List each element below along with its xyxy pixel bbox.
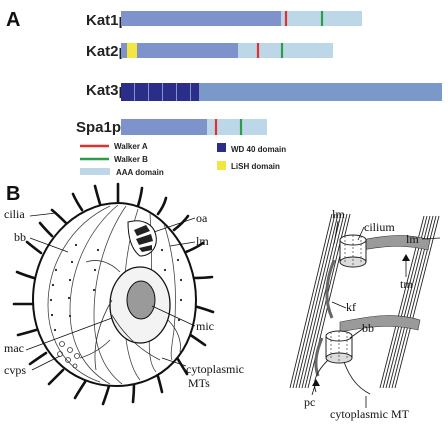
leader-bb-cell (29, 237, 69, 253)
leader-lm-cell (169, 241, 196, 247)
legend-aaa-swatch (80, 168, 110, 175)
legend-walker-a-label: Walker A (114, 142, 148, 151)
label-kf: kf (346, 300, 356, 314)
legend-lish-swatch (217, 161, 226, 170)
label-cvps: cvps (4, 363, 26, 377)
legend-wd40-swatch (217, 143, 226, 152)
label-mic: mic (196, 319, 214, 333)
label-lm-cell: lm (196, 234, 209, 248)
legend-walker-b-label: Walker B (114, 155, 148, 164)
label-bb-cell: bb (14, 230, 26, 244)
postciliary-microtubules (314, 359, 329, 393)
leader-mic (151, 305, 196, 327)
wd40-repeat (163, 83, 176, 101)
cortex-diagram (289, 213, 440, 395)
oral-apparatus (127, 220, 157, 257)
arrowhead-tm (402, 254, 410, 261)
label-bb-cortex: bb (362, 321, 374, 335)
transverse-mt-band-lower (339, 315, 421, 333)
wd40-repeat (121, 83, 134, 101)
protein-name-kat1p: Kat1p (86, 12, 128, 29)
label-cilium: cilium (364, 220, 395, 234)
kat2p-core-region (121, 43, 238, 58)
kinetodesmal-fiber-lower (314, 337, 324, 377)
protein-name-kat2p: Kat2p (86, 43, 128, 60)
transverse-mt-band-upper (351, 235, 431, 253)
label-cytoplasmic-mts-line2: MTs (188, 376, 210, 390)
protein-kat3p: Kat3p (86, 82, 442, 101)
leader-lm-cortex-left (333, 220, 339, 245)
contractile-vacuole-pores (57, 341, 80, 369)
leader-oa (153, 217, 196, 233)
protein-kat2p: Kat2p (86, 43, 333, 60)
kat1p-core-region (121, 11, 281, 26)
leader-cilia (29, 212, 57, 217)
label-cytoplasmic-mts-line1: cytoplasmic (186, 362, 244, 376)
cortex-left-lm-bundle (289, 213, 351, 389)
wd40-repeat (149, 83, 162, 101)
cytoplasmic-microtubule (343, 361, 371, 395)
label-tm: tm (400, 277, 413, 291)
panel-b: B (4, 182, 441, 421)
legend-aaa-label: AAA domain (116, 168, 164, 177)
kat3p-wd40-repeats (121, 83, 199, 101)
basal-body-lower (325, 330, 353, 364)
arrowhead-pc (312, 379, 320, 386)
leader-cvps (31, 355, 61, 371)
wd40-repeat (191, 83, 199, 101)
label-cilia: cilia (4, 207, 25, 221)
panel-b-letter: B (6, 183, 20, 205)
protein-kat1p: Kat1p (86, 11, 362, 29)
spa1p-core-region (121, 119, 207, 135)
label-pc: pc (304, 395, 315, 409)
leader-bb-cortex (349, 327, 365, 339)
label-oa: oa (196, 211, 208, 225)
wd40-repeat (177, 83, 190, 101)
kinetodesmal-fiber-upper (325, 259, 336, 319)
label-cytoplasmic-mt: cytoplasmic MT (330, 407, 410, 421)
micronucleus (126, 280, 156, 320)
label-lm-cortex-left: lm (332, 207, 345, 221)
protein-name-spa1p: Spa1p (76, 119, 121, 136)
kat2p-lish-domain (127, 43, 137, 58)
leader-kf (331, 301, 347, 309)
leader-cilium (357, 226, 365, 241)
cortex-label-group: lm cilium lm tm kf bb pc cytoplasmic MT (304, 207, 441, 421)
legend-wd40-label: WD 40 domain (231, 145, 286, 154)
protein-name-kat3p: Kat3p (86, 82, 128, 99)
cell-label-group: cilia bb mac cvps oa lm mic cytoplasmic … (4, 207, 244, 390)
leader-lm-cortex-right (421, 237, 441, 240)
kat3p-body-bar (121, 83, 442, 101)
domain-legend: Walker A Walker B AAA domain WD 40 domai… (80, 142, 286, 177)
leader-mac (25, 317, 113, 351)
leader-cytoplasmic-mts (161, 357, 187, 367)
cytoplasmic-mt-network (79, 260, 181, 371)
cell-drawing (12, 182, 215, 406)
panel-a: A Kat1p Kat2p Kat3p (6, 9, 442, 177)
label-mac: mac (4, 341, 24, 355)
panel-a-letter: A (6, 9, 20, 31)
legend-lish-label: LiSH domain (231, 162, 280, 171)
wd40-repeat (135, 83, 148, 101)
basal-body-upper (339, 234, 367, 268)
label-lm-cortex-right: lm (406, 232, 419, 246)
protein-spa1p: Spa1p (76, 119, 267, 136)
